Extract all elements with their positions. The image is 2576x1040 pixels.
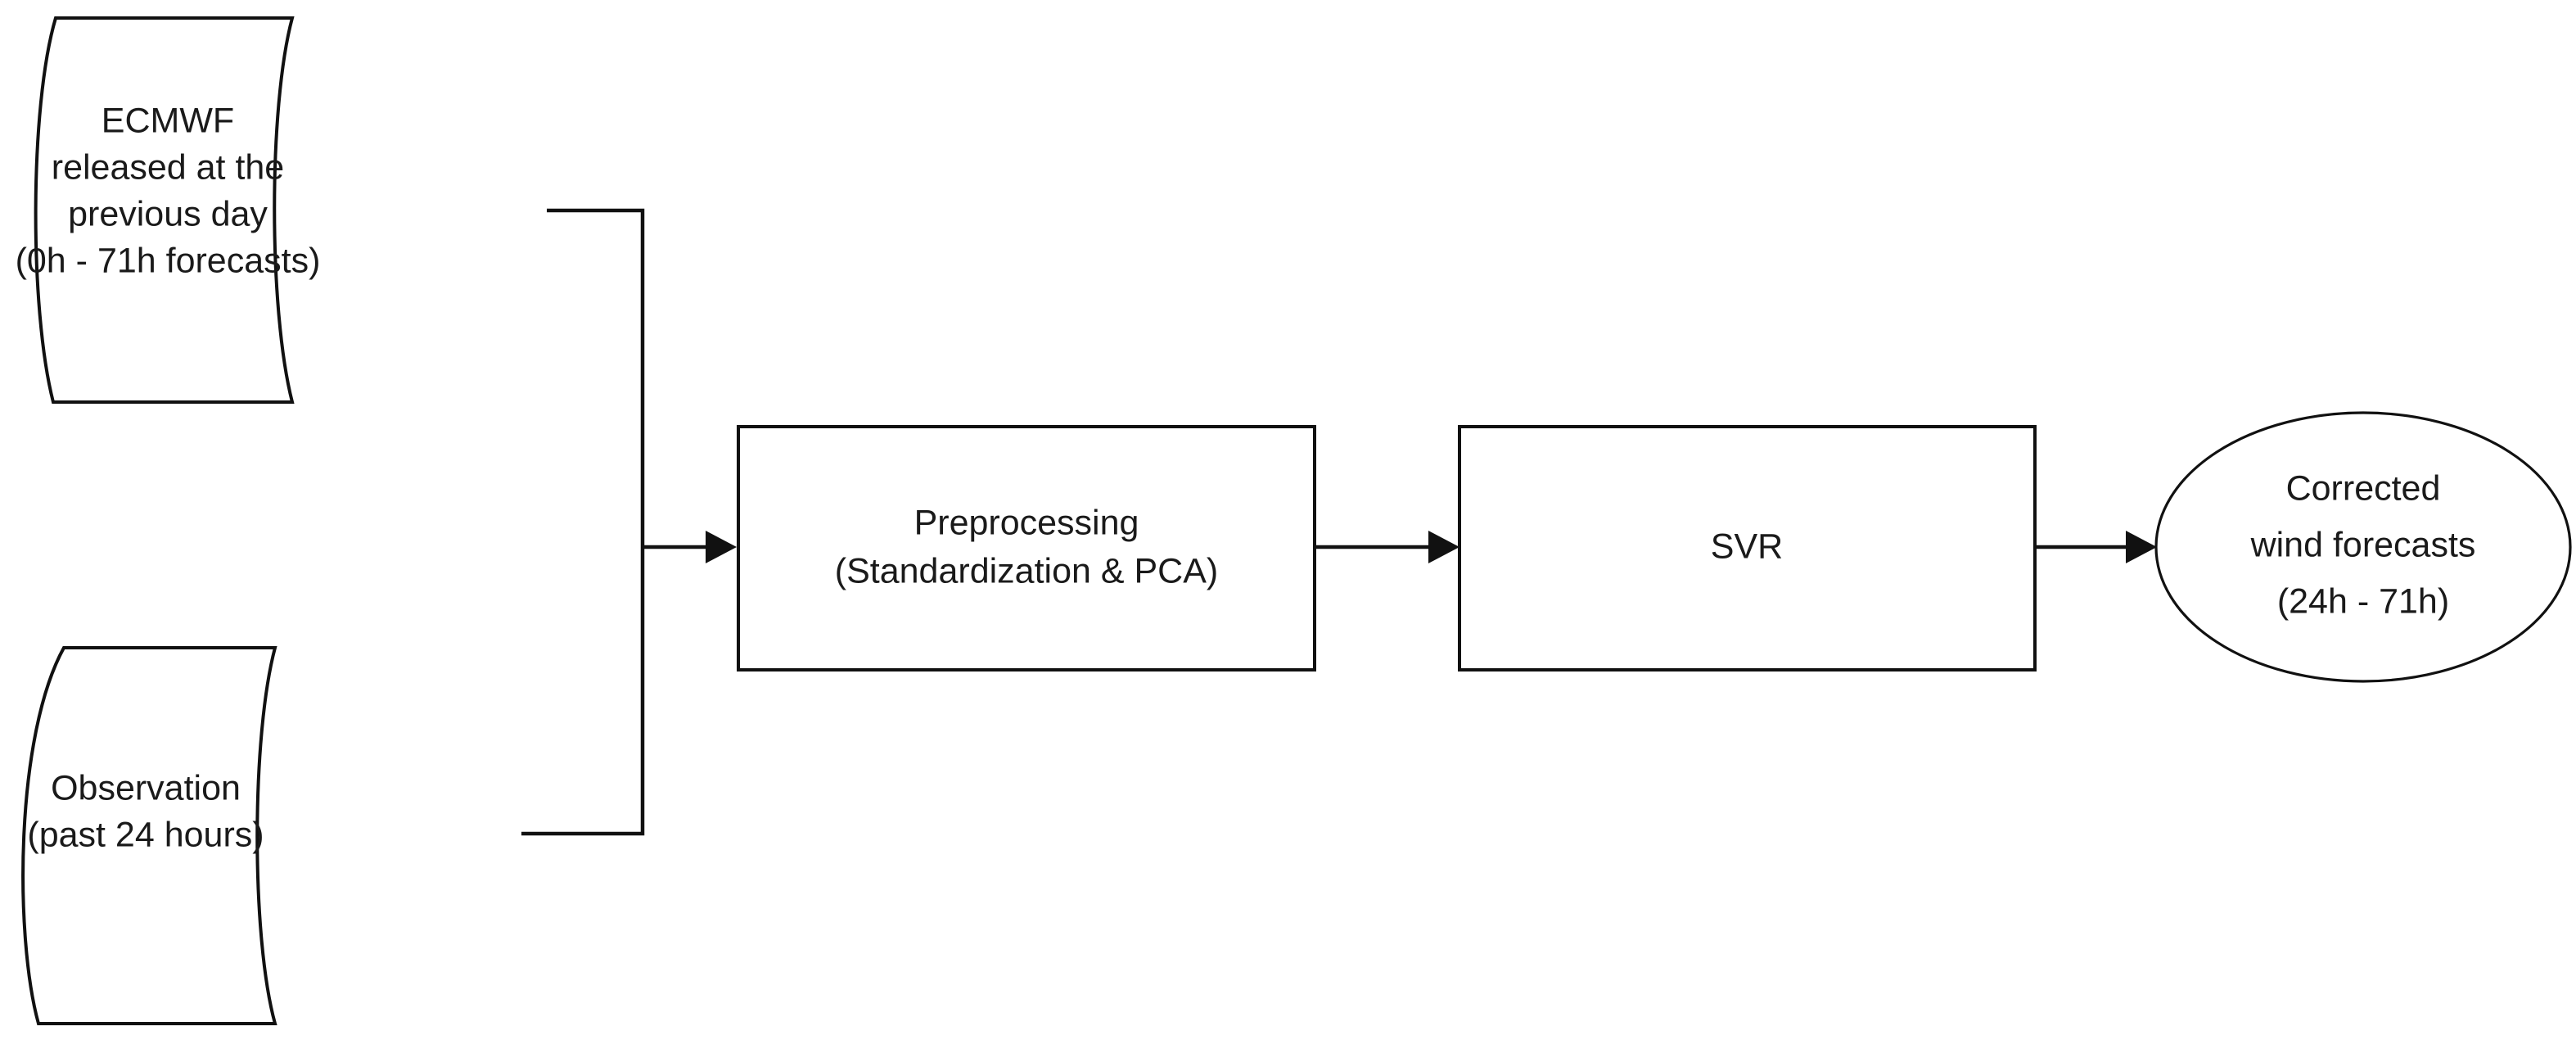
- terminator-ellipse: [2154, 411, 2572, 683]
- node-observation-line-1: (past 24 hours): [27, 815, 264, 854]
- edge-observation-to-merge: [521, 547, 645, 836]
- node-observation-line-0: Observation: [51, 768, 241, 807]
- node-ecmwf-line-0: ECMWF: [102, 101, 234, 140]
- document-shape: [36, 18, 292, 402]
- node-observation[interactable]: Observation (past 24 hours): [23, 648, 275, 1024]
- process-box: [738, 427, 1315, 670]
- node-svr[interactable]: SVR: [1459, 427, 2035, 670]
- document-shape: [23, 648, 275, 1024]
- node-preprocessing-line-0: Preprocessing: [914, 503, 1139, 542]
- node-ecmwf[interactable]: ECMWF released at the previous day (0h -…: [16, 18, 321, 402]
- node-output-line-0: Corrected: [2286, 468, 2441, 508]
- node-preprocessing-line-1: (Standardization & PCA): [835, 551, 1218, 590]
- edge-svr-to-output: [2035, 531, 2157, 563]
- node-output-line-2: (24h - 71h): [2277, 581, 2449, 621]
- node-ecmwf-line-2: previous day: [68, 194, 268, 233]
- node-ecmwf-line-1: released at the: [52, 147, 284, 187]
- node-svr-line-0: SVR: [1711, 527, 1783, 566]
- arrowhead-icon: [706, 531, 737, 563]
- process-box: [1459, 427, 2035, 670]
- edge-ecmwf-to-merge: [547, 208, 645, 547]
- arrowhead-icon: [1428, 531, 1459, 563]
- edge-preprocessing-to-svr: [1315, 531, 1459, 563]
- edge-merge-to-preprocessing: [643, 531, 737, 563]
- node-ecmwf-line-3: (0h - 71h forecasts): [16, 241, 321, 280]
- node-output[interactable]: Corrected wind forecasts (24h - 71h): [2154, 411, 2572, 683]
- node-preprocessing[interactable]: Preprocessing (Standardization & PCA): [738, 427, 1315, 670]
- arrowhead-icon: [2126, 531, 2157, 563]
- node-output-line-1: wind forecasts: [2250, 525, 2476, 564]
